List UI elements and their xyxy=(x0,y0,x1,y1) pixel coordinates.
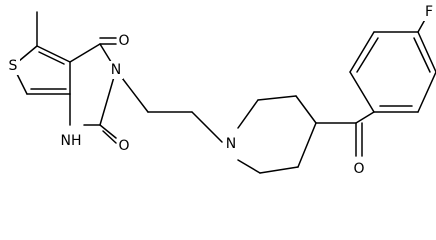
bond-pip-c4-c5 xyxy=(297,122,317,168)
bond-c4a-c5-double xyxy=(38,51,65,65)
atom-n-piperidine: N xyxy=(224,135,238,153)
bond-ch2b-n xyxy=(191,111,223,143)
atom-o1: O xyxy=(117,32,131,50)
bond-ar-c5-c6 xyxy=(417,71,436,113)
bond-ar-double-2 xyxy=(413,37,431,73)
atom-nh-label: NH xyxy=(61,133,82,149)
atom-o1-label: O xyxy=(118,33,129,49)
bond-c2-o2-double xyxy=(102,130,117,144)
bonds xyxy=(12,11,436,174)
bond-n3-c2 xyxy=(99,69,117,126)
atom-n-piperidine-label: N xyxy=(226,136,236,152)
atom-o3-label: O xyxy=(353,161,364,177)
bond-pip-n-c2 xyxy=(237,99,259,129)
atom-f: F xyxy=(423,3,436,21)
bond-carbonyl-aryl xyxy=(355,111,375,124)
bond-c4a-c5 xyxy=(36,45,71,63)
atom-n3-label: N xyxy=(111,62,121,78)
bond-ar-c1-c2 xyxy=(349,71,375,113)
bond-pip-c2-c3 xyxy=(257,95,297,101)
atom-f-label: F xyxy=(425,4,433,20)
molecule-structure-diagram: S O N NH O N O F xyxy=(6,3,436,178)
atom-s: S xyxy=(6,57,20,75)
bond-ar-c2-c3 xyxy=(349,31,375,73)
bond-ar-double-1 xyxy=(356,37,379,73)
bond-ar-c4-c5 xyxy=(417,31,436,73)
atom-o2: O xyxy=(117,137,131,155)
atom-o2-label: O xyxy=(118,138,129,154)
bond-pip-c3-c4 xyxy=(295,95,317,124)
bond-pip-c6-n xyxy=(237,159,261,174)
atom-o3: O xyxy=(352,160,366,178)
atom-labels: S O N NH O N O F xyxy=(6,3,436,178)
atom-nh: NH xyxy=(58,132,84,150)
bond-c4a-c4 xyxy=(69,43,101,63)
atom-s-label: S xyxy=(9,58,18,74)
atom-n3: N xyxy=(109,61,123,79)
bond-pip-c5-c6 xyxy=(259,166,299,174)
bond-c2-o2 xyxy=(99,124,117,139)
